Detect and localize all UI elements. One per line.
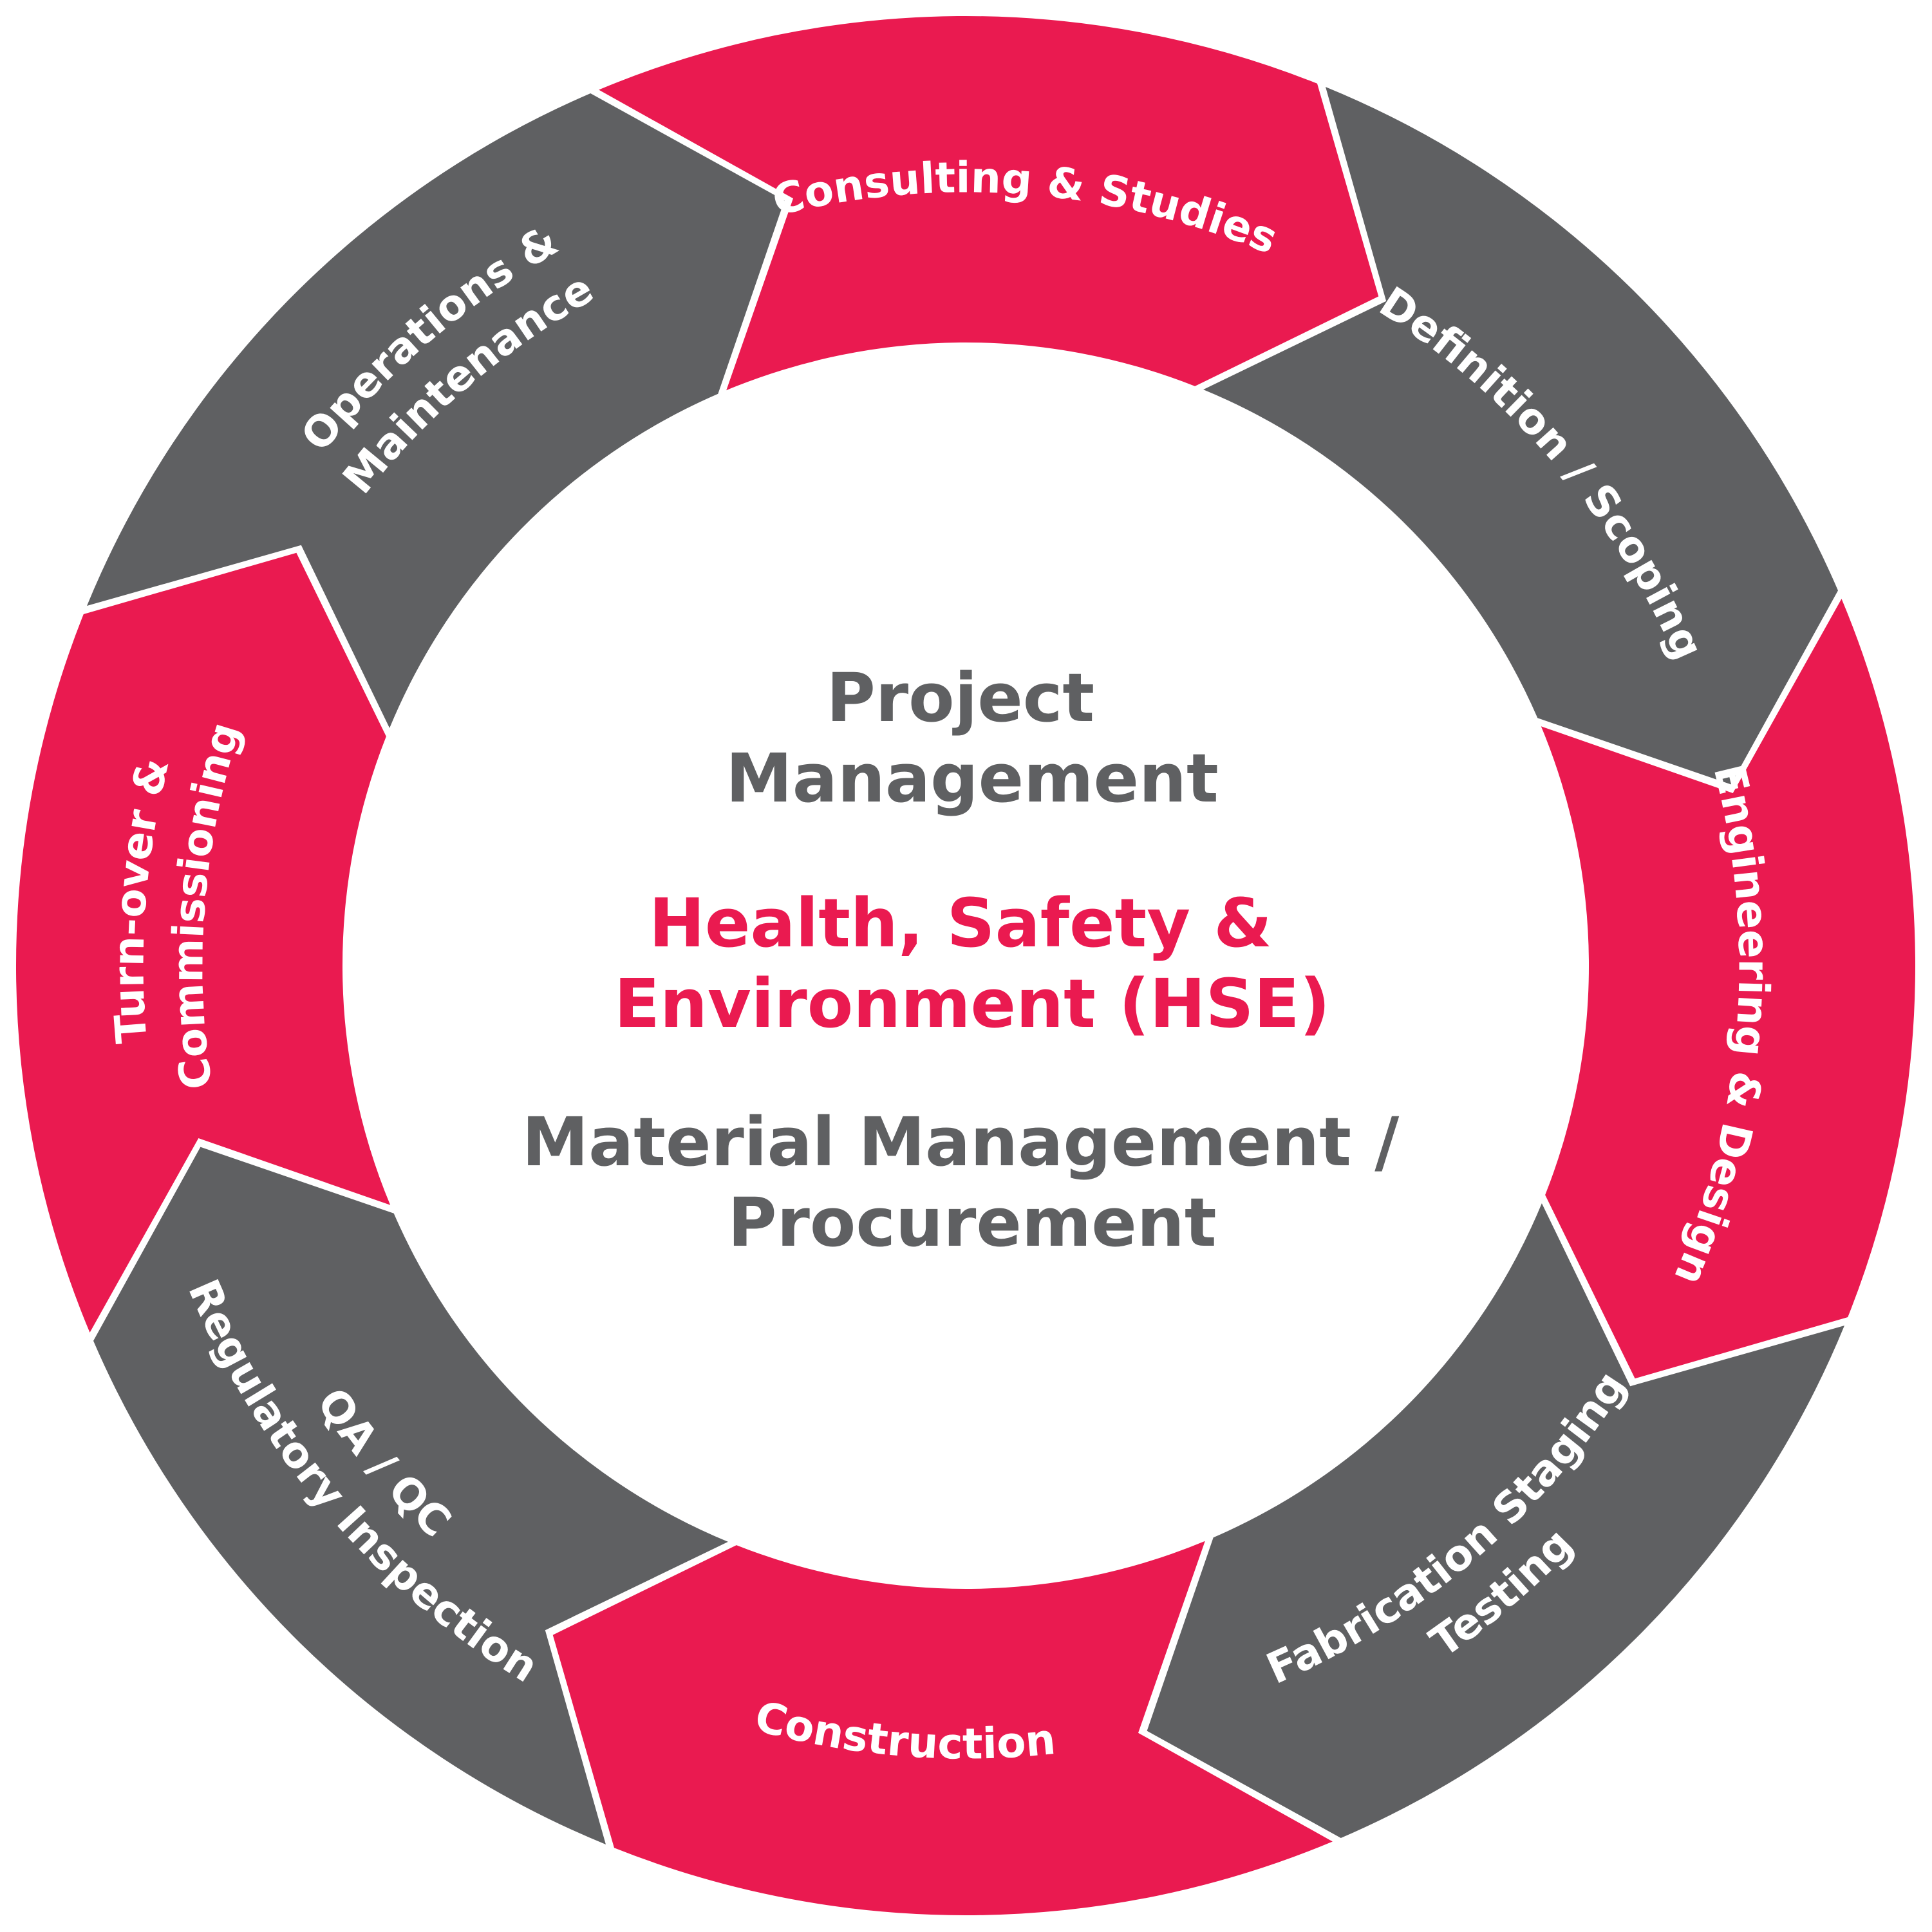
center-hse-line-1: Health, Safety & <box>649 884 1272 962</box>
lifecycle-segment-4 <box>1147 1203 1844 1838</box>
lifecycle-segments <box>15 15 1916 1916</box>
lifecycle-segment-1 <box>599 15 1379 391</box>
center-project-management: Project Management <box>726 659 1219 818</box>
center-hse-line-2: Environment (HSE) <box>614 964 1330 1043</box>
center-project-management-line-1: Project <box>827 659 1095 737</box>
center-text: Project Management Health, Safety & Envi… <box>522 659 1423 1262</box>
center-project-management-line-2: Management <box>726 739 1219 818</box>
center-hse: Health, Safety & Environment (HSE) <box>614 884 1330 1043</box>
lifecycle-segment-3 <box>1541 599 1916 1379</box>
lifecycle-segment-6 <box>93 1147 728 1844</box>
lifecycle-segment-7 <box>15 552 391 1333</box>
center-material-management-line-2: Procurement <box>727 1183 1216 1262</box>
lifecycle-segment-2 <box>1203 87 1838 785</box>
lifecycle-segment-8 <box>87 93 785 728</box>
center-material-management: Material Management / Procurement <box>522 1103 1423 1262</box>
center-material-management-line-1: Material Management / <box>522 1103 1400 1181</box>
lifecycle-segment-5 <box>552 1541 1333 1916</box>
